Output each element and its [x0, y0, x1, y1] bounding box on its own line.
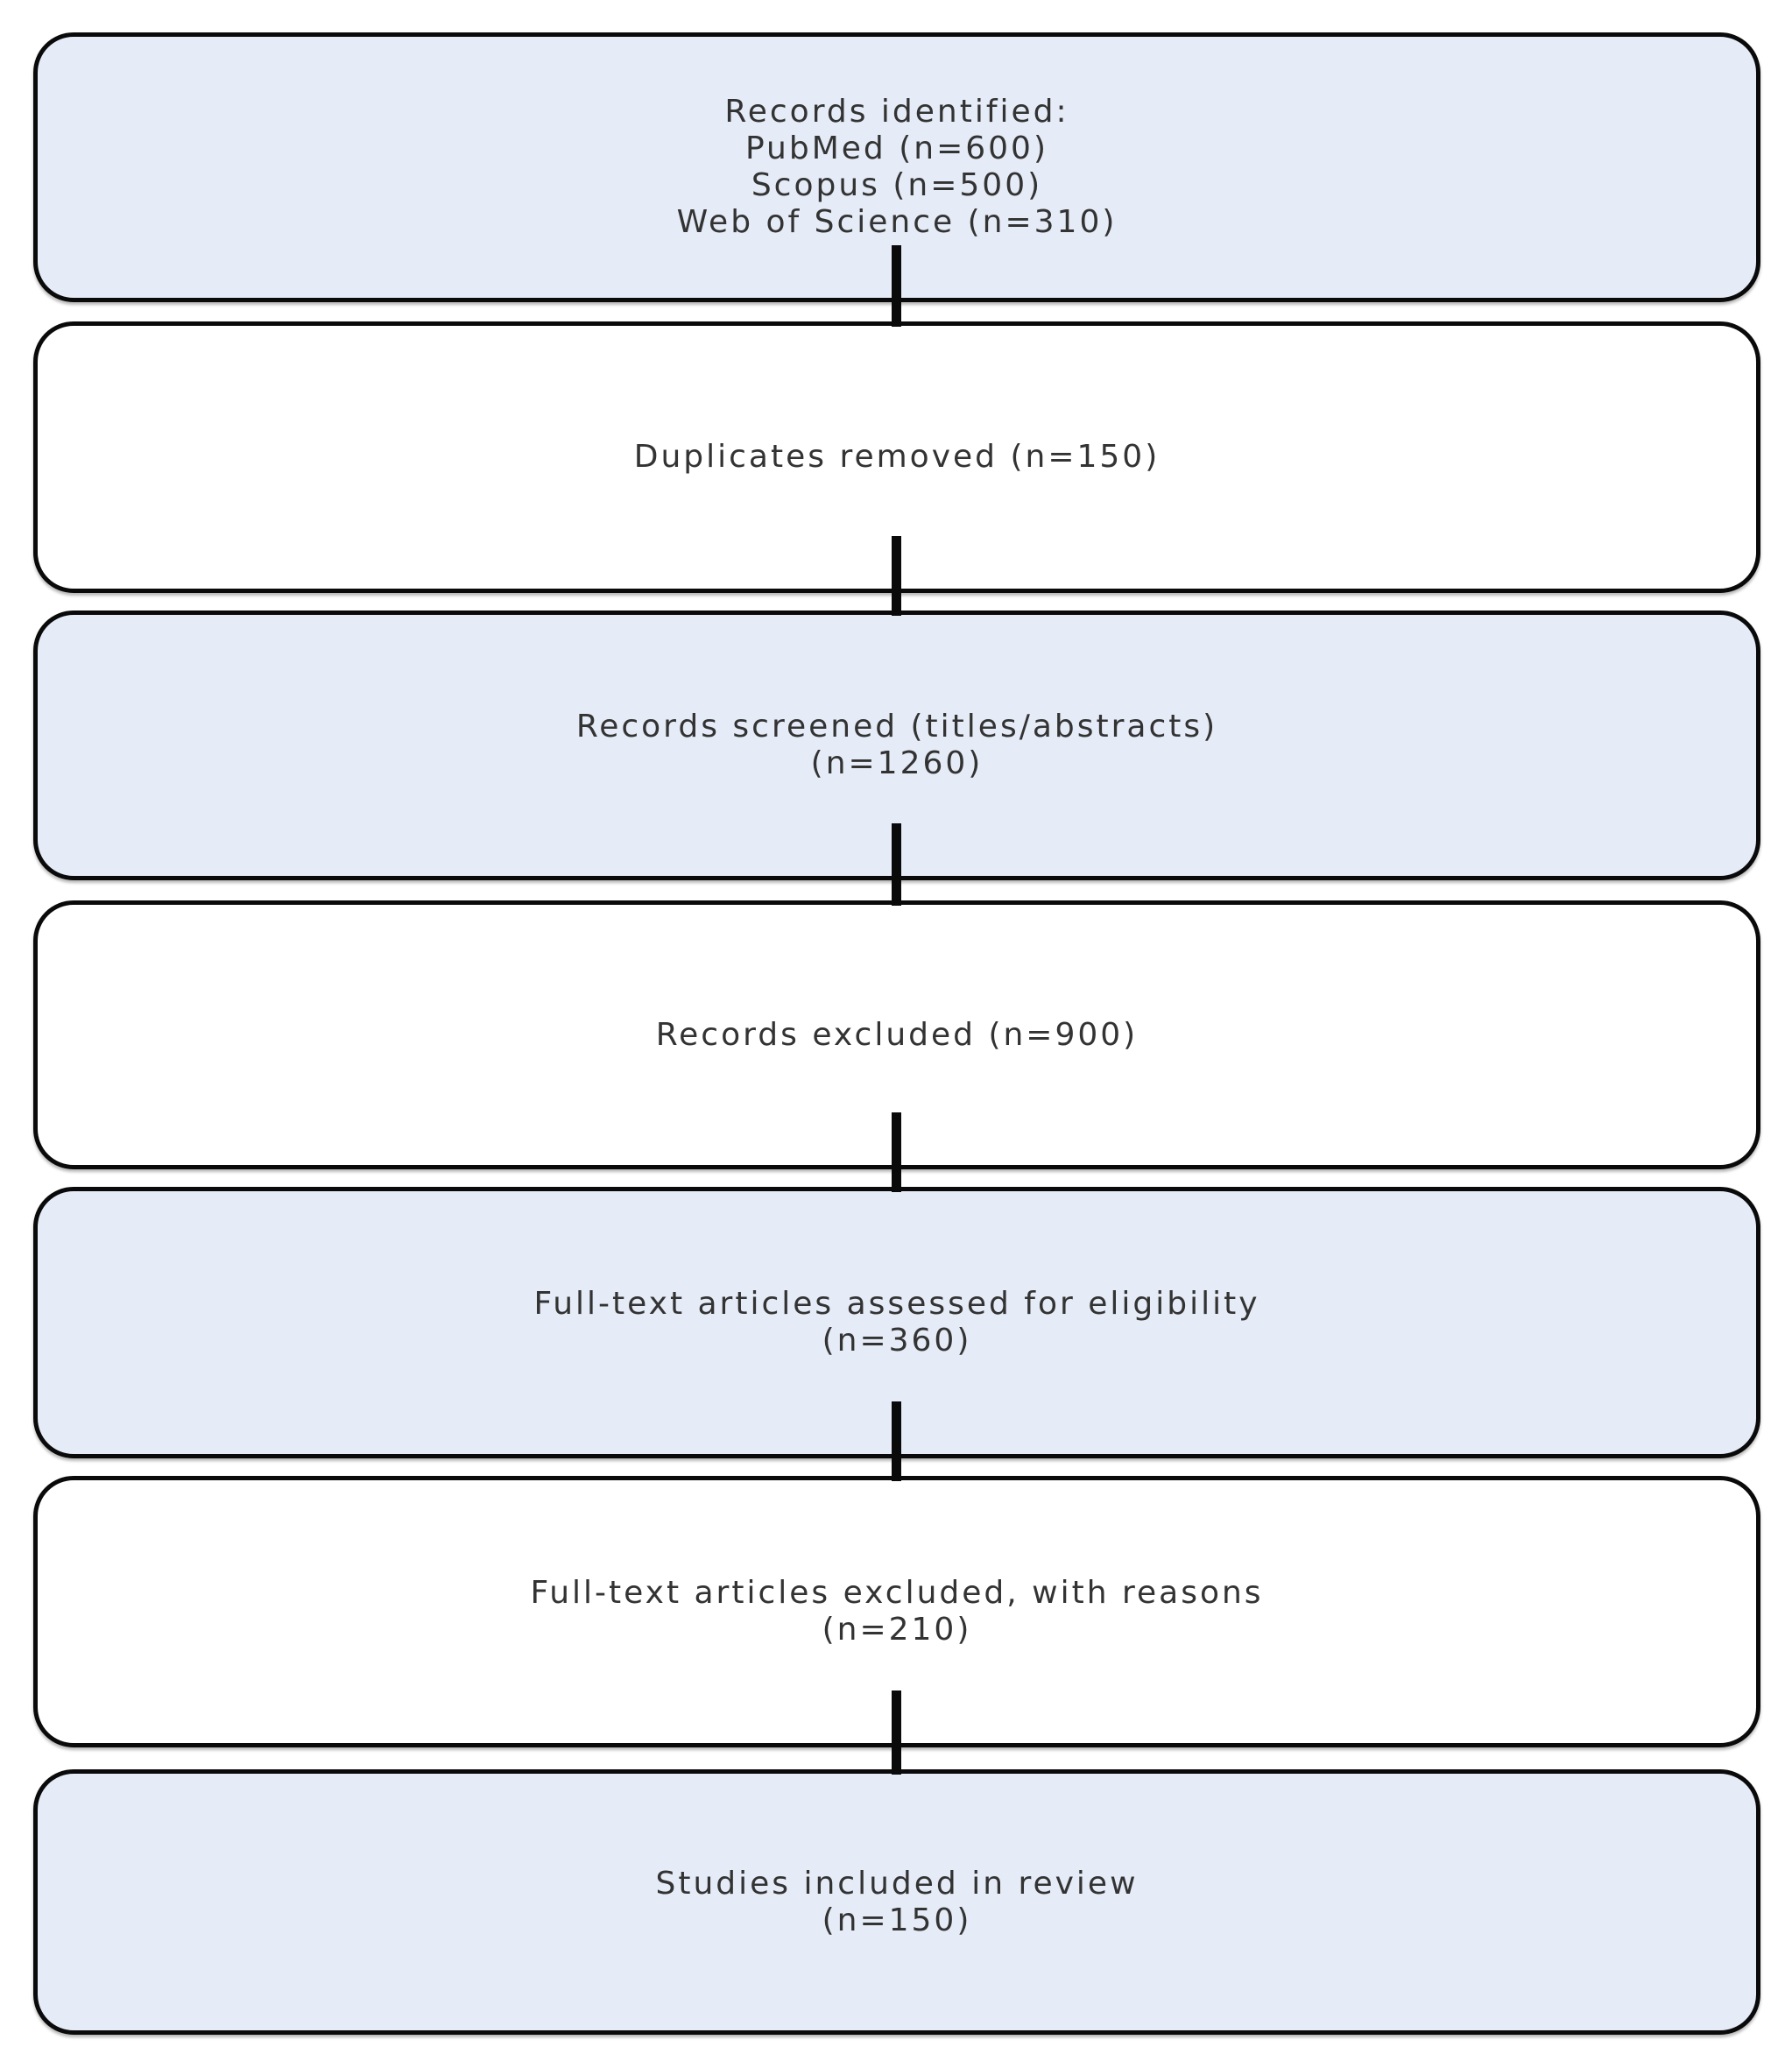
text-line: Records excluded (n=900) [655, 1016, 1139, 1053]
text-line: (n=210) [822, 1612, 972, 1648]
connector-line-2 [892, 536, 901, 616]
text-line: Records identified: [724, 94, 1069, 130]
text-line: Scopus (n=500) [751, 167, 1043, 203]
text-line: Full-text articles excluded, with reason… [530, 1575, 1264, 1611]
text-line: Duplicates removed (n=150) [633, 439, 1161, 475]
text-line: Studies included in review [655, 1865, 1139, 1902]
connector-line-6 [892, 1690, 901, 1775]
text-line: Web of Science (n=310) [676, 204, 1118, 240]
box-duplicates-removed-text: Duplicates removed (n=150) [634, 439, 1161, 476]
text-line: (n=150) [822, 1902, 972, 1938]
connector-line-5 [892, 1401, 901, 1481]
connector-line-4 [892, 1112, 901, 1192]
box-fulltext-excluded-text: Full-text articles excluded, with reason… [530, 1575, 1263, 1648]
box-studies-included: Studies included in review (n=150) [33, 1769, 1760, 2035]
text-line: PubMed (n=600) [744, 131, 1048, 166]
box-fulltext-assessed-text: Full-text articles assessed for eligibil… [533, 1286, 1259, 1359]
text-line: (n=360) [822, 1323, 972, 1359]
text-line: (n=1260) [810, 745, 984, 781]
box-records-screened-text: Records screened (titles/abstracts) (n=1… [576, 709, 1217, 782]
text-line: Full-text articles assessed for eligibil… [533, 1286, 1260, 1322]
box-records-excluded-text: Records excluded (n=900) [656, 1017, 1138, 1054]
connector-line-3 [892, 823, 901, 906]
text-line: Records screened (titles/abstracts) [575, 709, 1218, 745]
connector-line-1 [892, 245, 901, 327]
box-studies-included-text: Studies included in review (n=150) [655, 1866, 1138, 1939]
box-records-identified-text: Records identified: PubMed (n=600) Scopu… [677, 94, 1118, 241]
